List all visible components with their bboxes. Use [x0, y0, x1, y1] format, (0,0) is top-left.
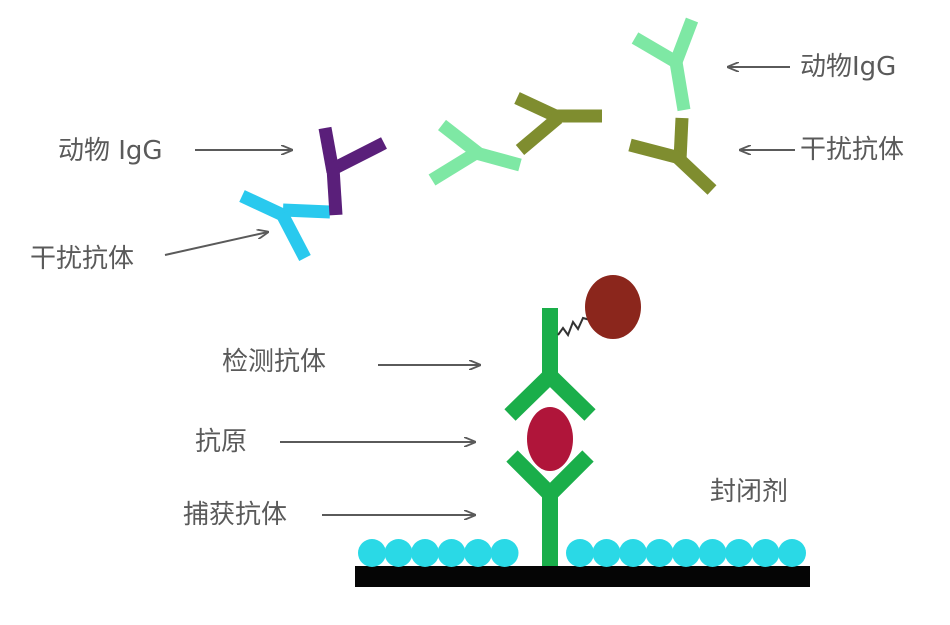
blocking-agent-beads: [358, 539, 806, 567]
solid-phase-plate: [355, 566, 810, 587]
interfering-antibody-olive-center: [514, 92, 602, 155]
blocking-bead: [778, 539, 806, 567]
blocking-bead: [619, 539, 647, 567]
blocking-bead: [725, 539, 753, 567]
blocking-bead: [411, 539, 439, 567]
blocking-bead: [464, 539, 492, 567]
label-interfering-antibody-right: 干扰抗体: [800, 135, 905, 165]
enzyme-label: [585, 275, 641, 339]
blocking-bead: [358, 539, 386, 567]
animal-igg-purple: [318, 126, 387, 216]
label-interfering-antibody-left: 干扰抗体: [30, 244, 135, 274]
blocking-bead: [437, 539, 466, 567]
label-antigen: 抗原: [195, 427, 248, 457]
blocking-bead: [490, 539, 519, 567]
blocking-bead: [592, 539, 621, 567]
label-animal-igg-right: 动物IgG: [800, 52, 897, 82]
animal-igg-mint-left: [428, 119, 522, 186]
interfering-antibody-cyan: [239, 190, 331, 262]
blocking-bead: [672, 539, 700, 567]
antigen-ellipse: [527, 407, 573, 471]
detection-antibody: [504, 308, 596, 421]
animal-igg-mint-right: [631, 17, 699, 112]
blocking-bead: [645, 539, 674, 567]
interfering-antibody-olive-right: [628, 117, 717, 195]
label-blocking-agent: 封闭剂: [710, 477, 789, 507]
label-linker: [557, 316, 591, 338]
blocking-bead: [566, 539, 594, 567]
capture-antibody: [506, 450, 594, 566]
blocking-bead: [751, 539, 780, 567]
label-animal-igg-left: 动物 IgG: [58, 136, 163, 166]
blocking-bead: [698, 539, 727, 567]
arrow-interfering-left: [164, 232, 268, 256]
label-detection-antibody: 检测抗体: [222, 347, 327, 377]
label-capture-antibody: 捕获抗体: [183, 500, 288, 530]
blocking-bead: [384, 539, 413, 567]
